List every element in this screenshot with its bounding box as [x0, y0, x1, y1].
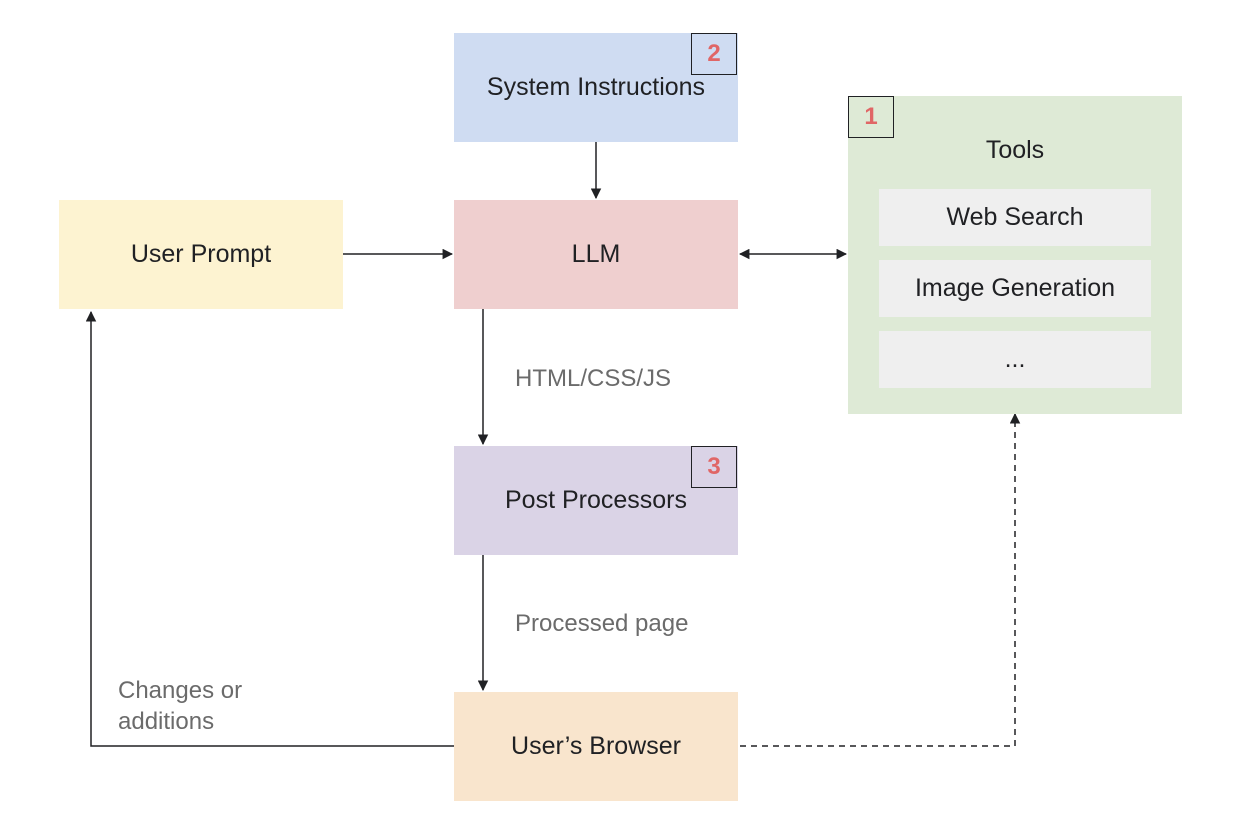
tool-image-generation-label: Image Generation	[914, 274, 1116, 302]
user-prompt-box: User Prompt	[59, 200, 343, 309]
edge-label-changes-line1: Changes or	[118, 677, 243, 704]
badge-1-number: 1	[864, 103, 878, 130]
edge-label-html-css-js: HTML/CSS/JS	[515, 365, 672, 392]
badge-3: 3	[691, 446, 737, 488]
tool-web-search: Web Search	[879, 189, 1151, 246]
users-browser-box: User’s Browser	[454, 692, 738, 801]
users-browser-label: User’s Browser	[511, 732, 681, 760]
edge-browser-to-prompt	[85, 310, 454, 747]
post-processors-label: Post Processors	[504, 486, 687, 514]
user-prompt-label: User Prompt	[130, 240, 272, 268]
post-processors-box: Post Processors 3	[454, 446, 738, 555]
badge-3-number: 3	[707, 453, 721, 480]
tool-image-generation: Image Generation	[879, 260, 1151, 317]
system-instructions-label: System Instructions	[486, 73, 706, 101]
badge-2: 2	[691, 33, 737, 75]
system-instructions-box: System Instructions 2	[454, 33, 738, 142]
edge-browser-to-tools	[740, 412, 1021, 747]
badge-2-number: 2	[707, 40, 721, 67]
tools-title: Tools	[985, 136, 1045, 164]
tools-panel: 1 Tools Web Search Image Generation ...	[848, 96, 1182, 414]
tool-more: ...	[879, 331, 1151, 388]
edge-label-changes-line2: additions	[118, 708, 215, 735]
tool-web-search-label: Web Search	[946, 203, 1084, 231]
badge-1: 1	[848, 96, 894, 138]
llm-label: LLM	[571, 240, 621, 268]
tool-more-label: ...	[1004, 345, 1026, 373]
llm-box: LLM	[454, 200, 738, 309]
edge-label-processed-page: Processed page	[515, 610, 689, 637]
